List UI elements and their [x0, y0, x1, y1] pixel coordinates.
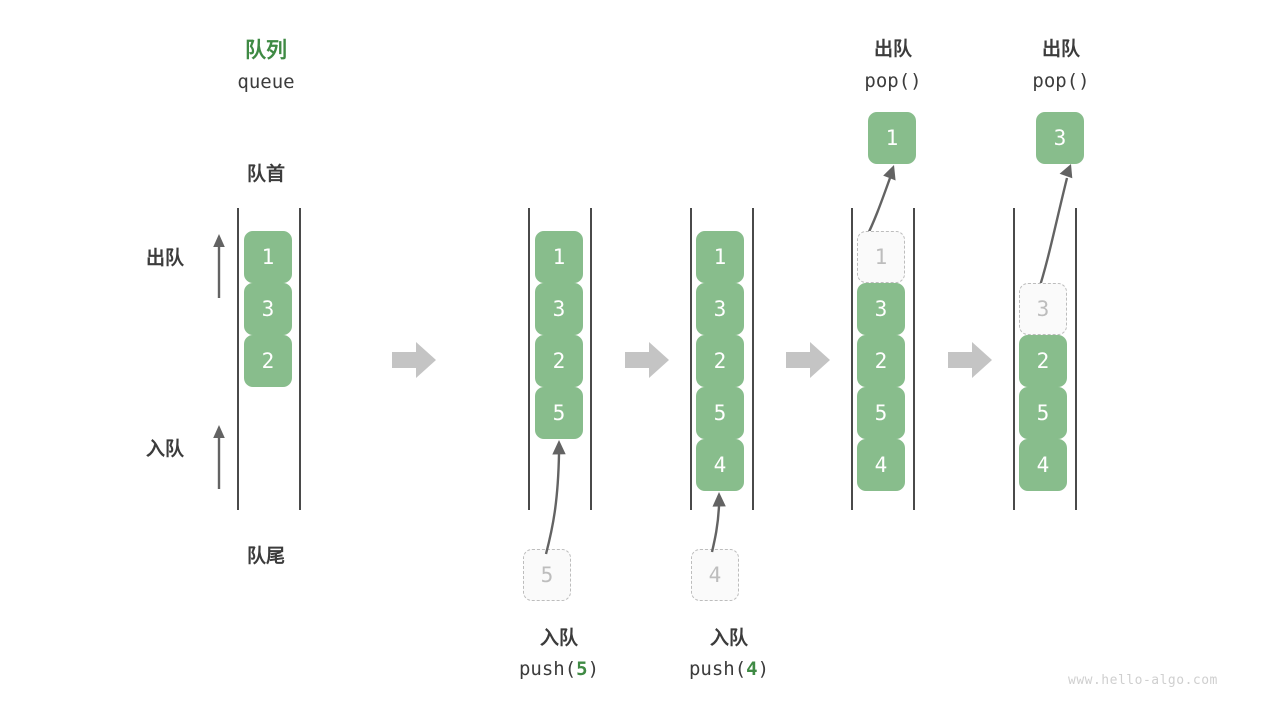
rail-right	[913, 208, 915, 510]
rail-left	[690, 208, 692, 510]
queue-element: 3	[535, 283, 583, 335]
enqueue-direction-label: 入队	[146, 438, 185, 460]
stage-caption-cn: 入队	[539, 627, 579, 649]
queue-tail-label: 队尾	[246, 545, 286, 567]
transition-arrow-icon	[786, 342, 830, 378]
stage-caption-code: pop()	[864, 70, 922, 92]
queue-element: 5	[857, 387, 905, 439]
figure-title-cn: 队列	[245, 38, 287, 62]
incoming-element-ghost: 4	[691, 549, 739, 601]
rail-right	[590, 208, 592, 510]
push-motion-arrow-icon	[544, 440, 566, 555]
rail-right	[1075, 208, 1077, 510]
transition-arrow-icon	[948, 342, 992, 378]
queue-element: 4	[1019, 439, 1067, 491]
queue-element: 3	[244, 283, 292, 335]
popped-element: 3	[1036, 112, 1084, 164]
queue-element: 3	[696, 283, 744, 335]
queue-element: 5	[1019, 387, 1067, 439]
queue-element: 3	[857, 283, 905, 335]
popped-element: 1	[868, 112, 916, 164]
queue-element: 1	[535, 231, 583, 283]
stage-caption-code: push(5)	[518, 658, 600, 680]
queue-element: 2	[696, 335, 744, 387]
watermark: www.hello-algo.com	[1068, 673, 1218, 688]
queue-element: 5	[696, 387, 744, 439]
queue-head-label: 队首	[246, 163, 286, 185]
figure-title-en: queue	[237, 71, 295, 93]
stage-caption-code: push(4)	[688, 658, 770, 680]
rail-left	[237, 208, 239, 510]
queue-element: 2	[244, 335, 292, 387]
dequeue-direction-label: 出队	[146, 247, 185, 269]
push-argument: 5	[576, 658, 588, 680]
push-argument: 4	[746, 658, 758, 680]
stage-caption-cn: 入队	[709, 627, 749, 649]
queue-element: 2	[857, 335, 905, 387]
queue-element-new: 5	[535, 387, 583, 439]
stage-caption-cn: 出队	[1041, 38, 1081, 60]
pop-motion-arrow-icon	[864, 165, 896, 239]
push-motion-arrow-icon	[710, 492, 726, 553]
rail-left	[851, 208, 853, 510]
popped-element-ghost: 1	[857, 231, 905, 283]
enqueue-direction-arrow-icon	[213, 425, 225, 489]
queue-element: 2	[1019, 335, 1067, 387]
transition-arrow-icon	[625, 342, 669, 378]
pop-motion-arrow-icon	[1036, 164, 1073, 293]
rail-right	[299, 208, 301, 510]
stage-caption-cn: 出队	[873, 38, 913, 60]
stage-caption-code: pop()	[1032, 70, 1090, 92]
incoming-element-ghost: 5	[523, 549, 571, 601]
queue-element: 1	[244, 231, 292, 283]
queue-element-new: 4	[696, 439, 744, 491]
queue-element: 2	[535, 335, 583, 387]
popped-element-ghost: 3	[1019, 283, 1067, 335]
queue-element: 4	[857, 439, 905, 491]
queue-element: 1	[696, 231, 744, 283]
rail-left	[528, 208, 530, 510]
transition-arrow-icon	[392, 342, 436, 378]
rail-left	[1013, 208, 1015, 510]
rail-right	[752, 208, 754, 510]
dequeue-direction-arrow-icon	[213, 234, 225, 298]
